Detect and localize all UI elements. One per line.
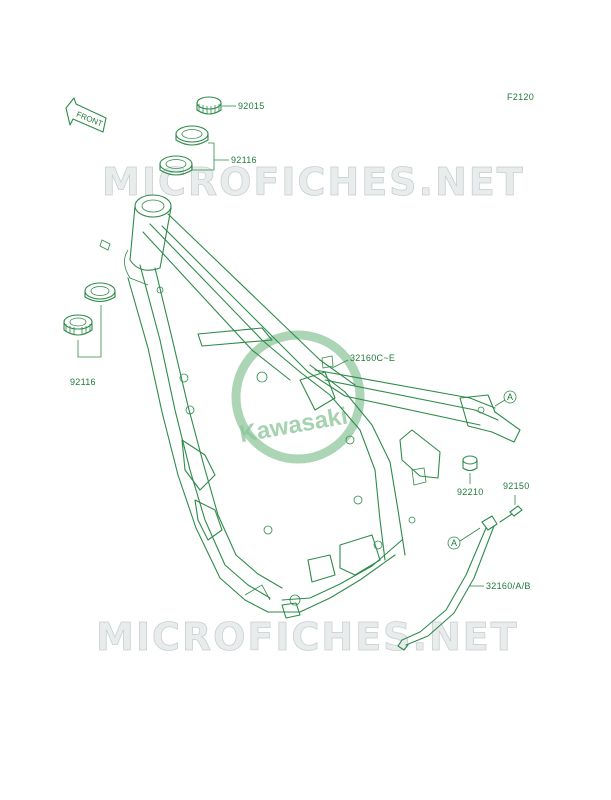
bearing-left-lower — [63, 314, 93, 336]
label-32160c: 32160C~E — [350, 353, 395, 363]
callout-a-lower: A — [447, 527, 481, 550]
callout-a-lower-label: A — [451, 538, 457, 548]
main-frame — [99, 194, 521, 619]
watermark-bottom: MICROFICHES.NET — [96, 615, 519, 659]
stay-32160ab — [397, 515, 498, 651]
front-arrow-icon: FRONT — [65, 97, 107, 133]
label-32160ab: 32160/A/B — [486, 581, 531, 591]
label-92116-left: 92116 — [70, 377, 96, 387]
figure-code: F2120 — [507, 92, 534, 102]
label-92015: 92015 — [238, 101, 265, 111]
callout-a-upper-label: A — [507, 392, 513, 402]
callout-a-upper: A — [494, 390, 517, 407]
label-92150: 92150 — [503, 481, 530, 491]
bearing-lower-92116 — [159, 155, 193, 176]
collar-92210 — [462, 455, 478, 472]
label-92116-top: 92116 — [231, 155, 257, 165]
logo-text: Kawasaki — [237, 403, 349, 449]
bolt-92150 — [499, 505, 523, 523]
kawasaki-logo: Kawasaki — [231, 330, 365, 464]
label-92210: 92210 — [457, 487, 484, 497]
bearing-upper-92116 — [175, 125, 209, 146]
bearing-nut-92015 — [196, 96, 222, 115]
bearing-left-upper — [84, 282, 116, 303]
watermark-top: MICROFICHES.NET — [102, 160, 525, 204]
